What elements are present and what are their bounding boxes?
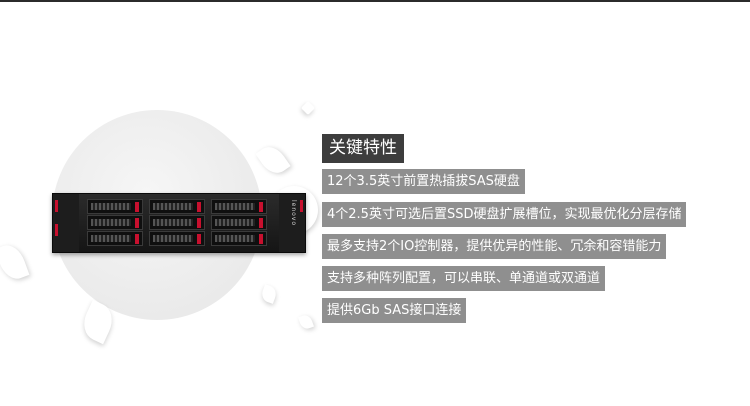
drive-bay <box>87 231 143 246</box>
feature-item: 支持多种阵列配置，可以串联、单通道或双通道 <box>322 266 606 291</box>
drive-bay <box>149 231 205 246</box>
drive-bay <box>87 199 143 214</box>
feature-item: 4个2.5英寸可选后置SSD硬盘扩展槽位，实现最优化分层存储 <box>322 202 687 227</box>
feature-item: 最多支持2个IO控制器，提供优异的性能、冗余和容错能力 <box>322 234 667 259</box>
drive-bay <box>211 231 267 246</box>
features-title: 关键特性 <box>322 134 404 163</box>
brand-logo: lenovo <box>290 200 297 227</box>
rack-ear-left <box>53 194 79 252</box>
drive-bay <box>149 215 205 230</box>
top-divider <box>0 0 750 2</box>
drive-bay <box>211 199 267 214</box>
decorative-petal-shape <box>297 313 315 331</box>
storage-server-image: lenovo <box>52 193 306 253</box>
rack-ear-right: lenovo <box>279 194 305 252</box>
drive-bay <box>87 215 143 230</box>
decorative-petal-shape <box>255 141 291 179</box>
release-latch-icon <box>55 200 58 212</box>
release-latch-icon <box>300 200 303 212</box>
decorative-petal-shape <box>300 100 316 116</box>
release-latch-icon <box>55 224 58 236</box>
feature-item: 12个3.5英寸前置热插拔SAS硬盘 <box>322 169 525 194</box>
drive-bay <box>149 199 205 214</box>
drive-bay <box>211 215 267 230</box>
decorative-petal-shape <box>0 240 30 284</box>
feature-item: 提供6Gb SAS接口连接 <box>322 298 467 323</box>
decorative-petal-shape <box>259 284 279 304</box>
